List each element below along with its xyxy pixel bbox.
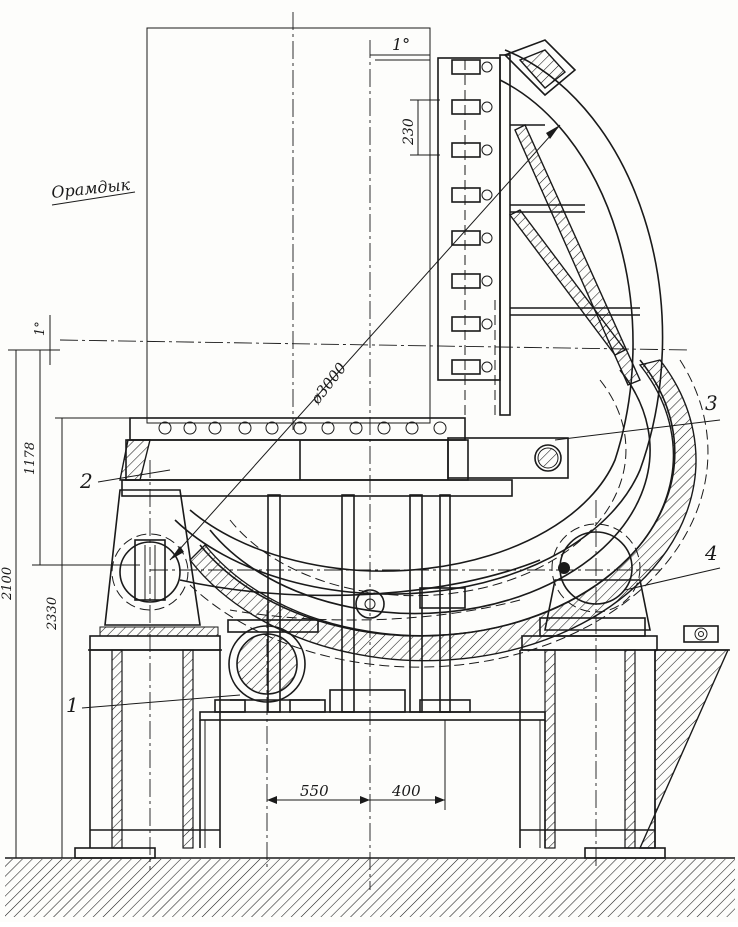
left-roller-support — [104, 489, 201, 626]
rotating-ring — [174, 49, 709, 668]
callout-4: 4 — [704, 541, 718, 565]
pitch-label: 230 — [401, 118, 417, 146]
left-dimensions: 1178 2330 2100 1° — [0, 315, 140, 858]
height-upper-label: 1178 — [23, 442, 38, 475]
annotation-text: Орамдык — [50, 175, 131, 202]
left-pedestal — [88, 626, 222, 849]
height-lower-label: 2330 — [45, 597, 60, 631]
top-angle-label: 1° — [392, 35, 410, 54]
height-total-label: 2100 — [0, 567, 15, 601]
clamp-row — [451, 59, 493, 375]
top-angle-dimension: 1° — [370, 35, 430, 61]
bottom-right-label: 400 — [391, 782, 421, 800]
pitch-dimension: 230 — [401, 99, 440, 156]
bottom-dimensions: 550 400 — [267, 720, 446, 810]
table-clamps — [158, 421, 447, 435]
bottom-left-label: 550 — [300, 782, 329, 800]
diameter-label: ø3000 — [306, 359, 350, 408]
callout-3: 3 — [705, 391, 718, 415]
callout-1: 1 — [66, 693, 79, 717]
horizontal-table — [119, 417, 569, 497]
center-lines — [59, 12, 691, 890]
part-callouts: 1 2 3 4 — [66, 391, 721, 717]
right-pedestal — [519, 625, 730, 849]
upright-frame — [437, 39, 641, 416]
handwritten-annotation: Орамдык — [50, 175, 136, 206]
callout-2: 2 — [79, 469, 93, 493]
left-angle-label: 1° — [33, 321, 48, 336]
